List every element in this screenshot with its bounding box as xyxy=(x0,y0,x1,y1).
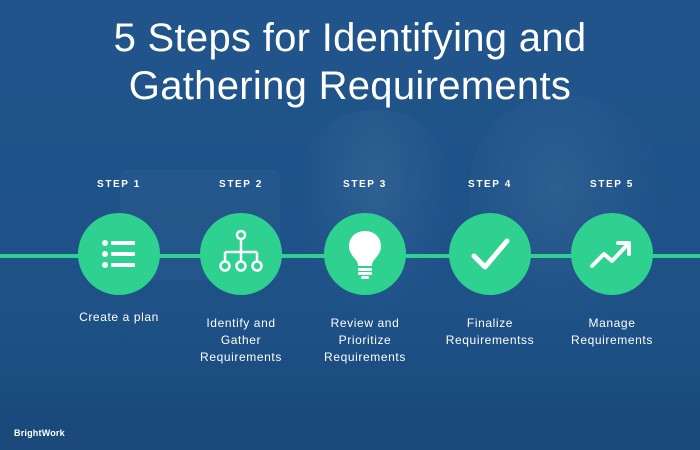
step-description: Manage Requirements xyxy=(571,316,653,347)
step-circle xyxy=(324,213,406,295)
step-4: STEP 4 Finalize Requirementss xyxy=(415,178,565,349)
step-description: Review and Prioritize Requirements xyxy=(324,316,406,364)
step-circle xyxy=(200,213,282,295)
step-description: Finalize Requirementss xyxy=(445,316,535,347)
step-label: STEP 5 xyxy=(590,179,634,190)
hierarchy-icon xyxy=(219,229,263,272)
step-description: Create a plan xyxy=(79,310,159,324)
page-title: 5 Steps for Identifying and Gathering Re… xyxy=(113,16,587,108)
list-icon xyxy=(102,240,135,268)
checkmark-icon xyxy=(471,238,510,270)
step-description: Identify and Gather Requirements xyxy=(200,316,282,364)
step-label: STEP 1 xyxy=(97,179,141,190)
step-label: STEP 4 xyxy=(468,179,512,190)
trend-up-icon xyxy=(590,241,631,268)
lightbulb-icon xyxy=(349,231,381,279)
step-circle xyxy=(571,213,653,295)
step-1: STEP 1 Create a plan xyxy=(44,178,194,326)
brand-logo: BrightWork xyxy=(14,428,65,438)
step-3: STEP 3 Review and Prioritize Requirement… xyxy=(290,178,440,366)
step-circle xyxy=(78,213,160,295)
step-label: STEP 3 xyxy=(343,179,387,190)
step-2: STEP 2 Identify and Gather Requirements xyxy=(166,178,316,366)
step-label: STEP 2 xyxy=(219,179,263,190)
step-circle xyxy=(449,213,531,295)
step-5: STEP 5 Manage Requirements xyxy=(537,178,687,349)
